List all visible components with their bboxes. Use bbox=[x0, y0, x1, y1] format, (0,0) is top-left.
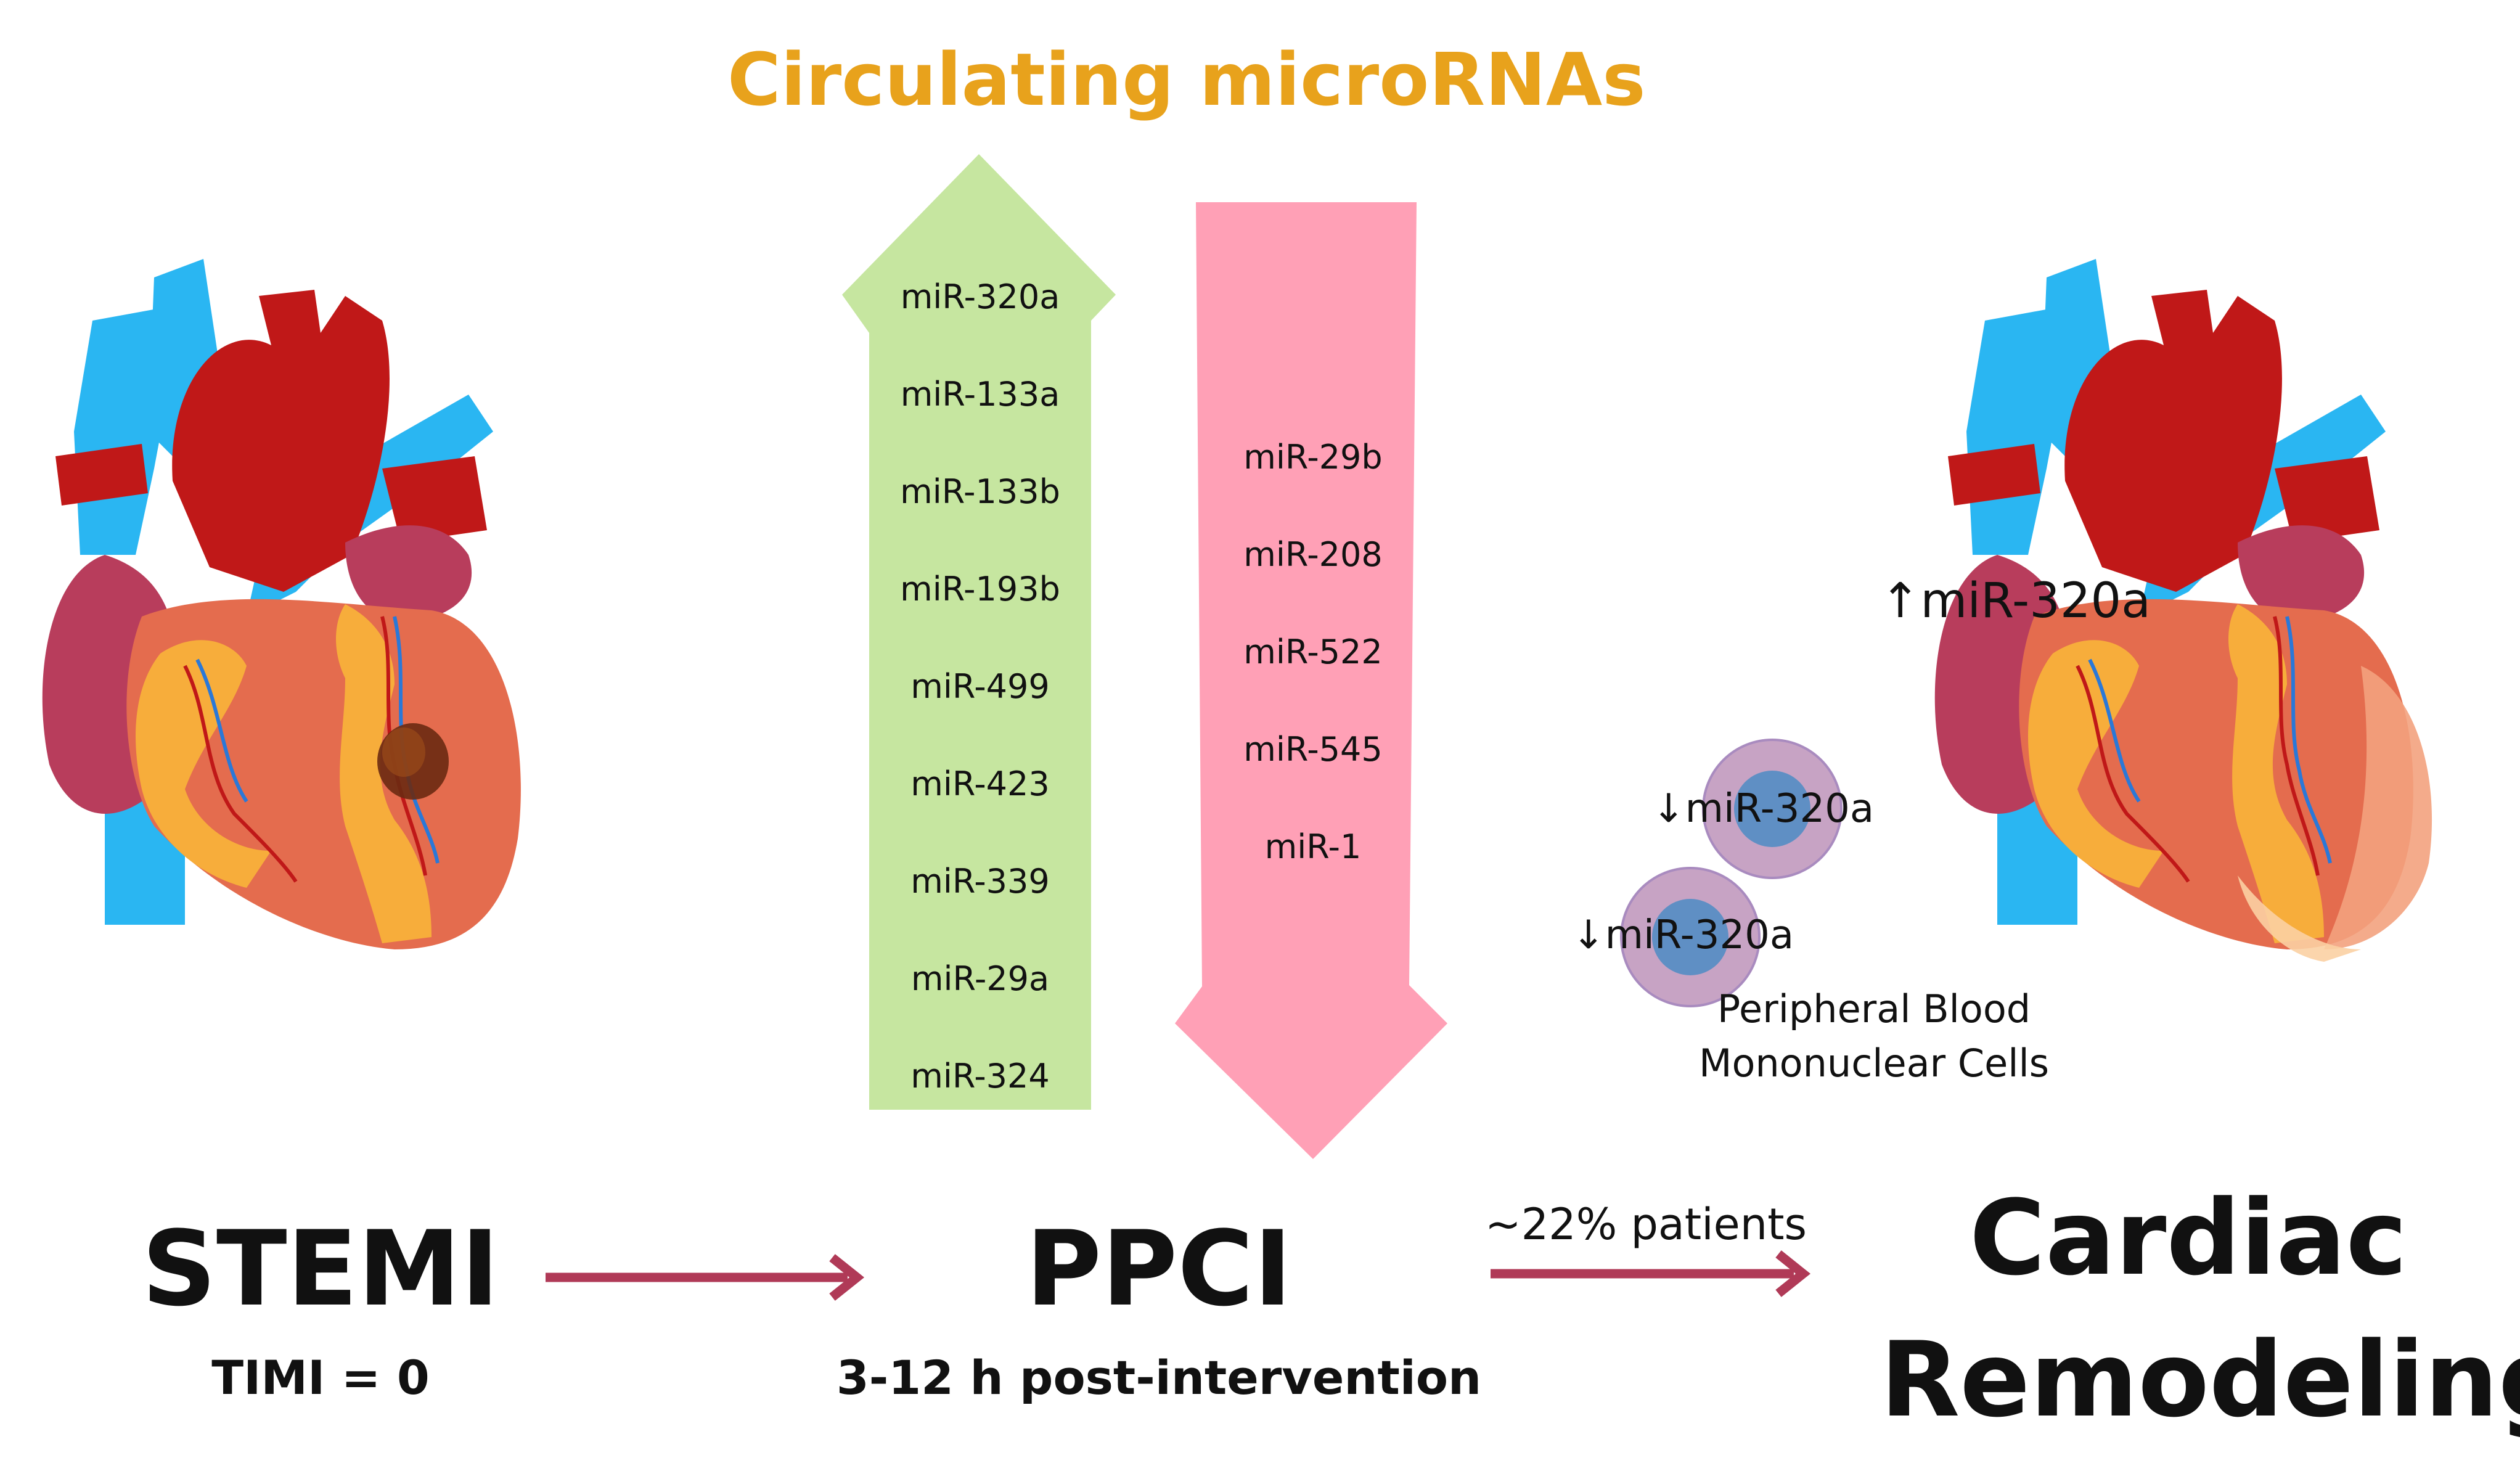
mirna-up-label: miR-499 bbox=[910, 667, 1050, 706]
heart-infarct-icon bbox=[43, 259, 521, 949]
down-arrow-icon bbox=[1175, 202, 1447, 1159]
mirna-up-label: miR-133a bbox=[900, 375, 1060, 414]
pbmc-cell-icon bbox=[1620, 867, 1761, 1007]
mirna-down-label: miR-208 bbox=[1243, 535, 1383, 574]
mirna-down-label: miR-545 bbox=[1243, 730, 1383, 769]
stage-stemi-sub: TIMI = 0 bbox=[211, 1350, 430, 1405]
mirna-up-label: miR-423 bbox=[910, 764, 1050, 803]
mirna-up-label: miR-339 bbox=[910, 862, 1050, 901]
outcome-line1: Cardiac bbox=[1969, 1178, 2408, 1298]
pbmc-cell-icon bbox=[1702, 739, 1843, 879]
mirna-down-label: miR-522 bbox=[1243, 633, 1383, 671]
transition-note: ~22% patients bbox=[1484, 1199, 1807, 1250]
mirna-up-label: miR-320a bbox=[900, 277, 1060, 316]
stage-stemi-label: STEMI bbox=[141, 1208, 500, 1329]
pbmc-caption-line1: Peripheral Blood bbox=[1717, 986, 2031, 1031]
pbmc-mirna-label: ↓miR-320a bbox=[1572, 912, 1794, 958]
diagram-title: Circulating microRNAs bbox=[727, 37, 1646, 122]
mirna-up-label: miR-193b bbox=[900, 570, 1060, 608]
mirna-down-label: miR-1 bbox=[1264, 827, 1362, 866]
heart-mirna-note: ↑miR-320a bbox=[1880, 573, 2151, 629]
mirna-down-label: miR-29b bbox=[1243, 438, 1383, 477]
flow-arrow-icon bbox=[1491, 1250, 1811, 1297]
mirna-up-label: miR-133b bbox=[900, 472, 1060, 511]
outcome-line2: Remodeling bbox=[1880, 1319, 2520, 1440]
pbmc-mirna-label: ↓miR-320a bbox=[1652, 786, 1875, 832]
pbmc-caption-line2: Mononuclear Cells bbox=[1698, 1041, 2050, 1086]
stage-ppci-label: PPCI bbox=[1025, 1208, 1293, 1329]
heart-remodeled-icon bbox=[1935, 259, 2432, 962]
mirna-up-label: miR-29a bbox=[910, 959, 1050, 998]
up-arrow-icon bbox=[842, 154, 1116, 1110]
stage-ppci-sub: 3-12 h post-intervention bbox=[836, 1350, 1482, 1405]
flow-arrow-icon bbox=[546, 1254, 865, 1301]
mirna-up-label: miR-324 bbox=[910, 1057, 1050, 1096]
